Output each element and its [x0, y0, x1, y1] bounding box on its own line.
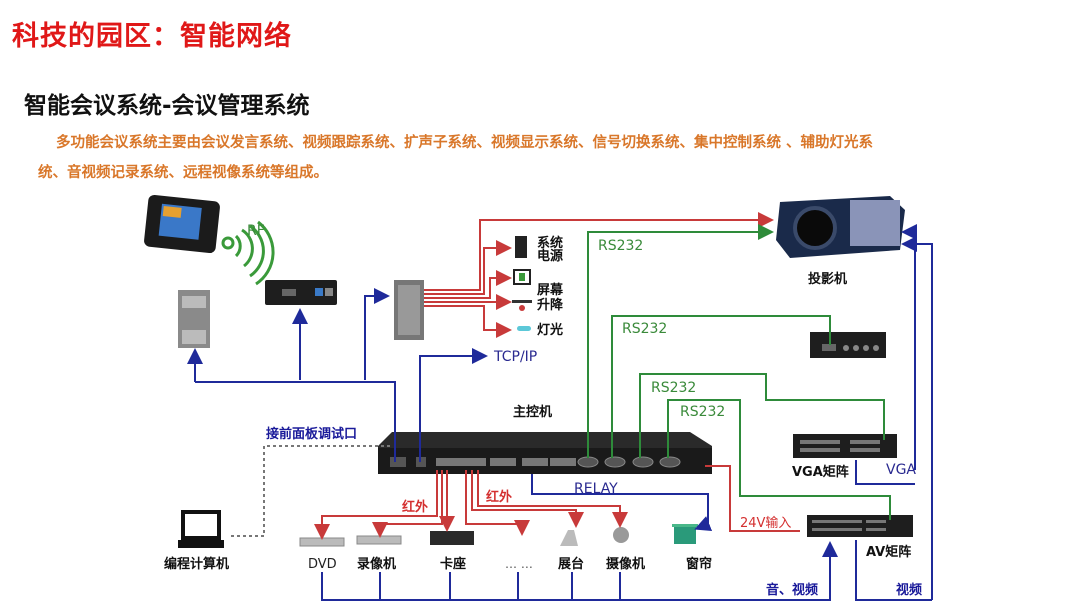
- control-bus-lines: [187, 224, 933, 601]
- front-panel-label: 接前面板调试口: [266, 426, 357, 442]
- av-signal-label: 音、视频: [766, 582, 818, 598]
- video-label: 视频: [896, 582, 922, 598]
- power-input-line: [705, 465, 800, 532]
- infrared-lines: [314, 470, 628, 540]
- page-title: 科技的园区：智能网络: [12, 21, 292, 52]
- screen-label-1: 屏幕: [537, 282, 564, 298]
- vga-label: VGA: [886, 462, 916, 478]
- description-line-1: 多功能会议系统主要由会议发言系统、视频跟踪系统、扩声子系统、视频显示系统、信号切…: [56, 134, 874, 151]
- relay-label: RELAY: [574, 481, 618, 497]
- relay-module-icon: [394, 280, 424, 340]
- more-devices-label: … …: [505, 557, 533, 571]
- rf-wave-icon: [221, 220, 275, 286]
- vga-matrix-label: VGA矩阵: [792, 464, 849, 480]
- power-control-lines: [424, 212, 774, 338]
- curtain-label: 窗帘: [686, 556, 712, 572]
- curtain-icon: [672, 524, 698, 544]
- camera-label: 摄像机: [606, 556, 645, 572]
- cassette-label: 卡座: [440, 556, 466, 572]
- light-icon: [517, 326, 531, 331]
- power-label-2: 电源: [537, 248, 563, 264]
- touch-panel-icon: [144, 194, 220, 254]
- visualizer-icon: [560, 530, 578, 546]
- light-label: 灯光: [537, 322, 563, 338]
- wireless-receiver-icon: [265, 280, 337, 305]
- description-line-2: 统、音视频记录系统、远程视像系统等组成。: [38, 164, 328, 181]
- power-input-label: 24V输入: [740, 515, 791, 531]
- rs232-label-2: RS232: [622, 321, 667, 337]
- computer-label: 编程计算机: [164, 556, 229, 572]
- cassette-icon: [430, 531, 474, 545]
- dvd-icon: [299, 537, 345, 547]
- vcr-icon: [356, 535, 402, 545]
- main-controller-label: 主控机: [513, 404, 552, 420]
- infrared-label-2: 红外: [486, 489, 512, 505]
- av-matrix-label: AV矩阵: [866, 544, 911, 560]
- power-module-icon: [178, 290, 210, 348]
- laptop-icon: [178, 510, 224, 548]
- switcher-icon: [810, 332, 886, 358]
- power-cabinet-icon: [515, 236, 527, 258]
- debug-port-line: [228, 445, 390, 537]
- infrared-label-1: 红外: [402, 499, 428, 515]
- camera-icon: [613, 527, 629, 543]
- rs232-lines: [587, 224, 891, 520]
- tcpip-label: TCP/IP: [493, 349, 537, 365]
- vga-matrix-icon: [793, 434, 897, 458]
- rs232-label-4: RS232: [680, 404, 725, 420]
- rs232-label-1: RS232: [598, 238, 643, 254]
- vcr-label: 录像机: [357, 556, 396, 572]
- screen-label-2: 升降: [537, 297, 564, 313]
- av-matrix-icon: [807, 515, 913, 537]
- dvd-label: DVD: [308, 557, 337, 572]
- projector-label: 投影机: [808, 271, 847, 287]
- visualizer-label: 展台: [558, 556, 584, 572]
- section-subtitle: 智能会议系统-会议管理系统: [24, 93, 310, 119]
- screen-lift-icon: [512, 269, 532, 311]
- rs232-label-3: RS232: [651, 380, 696, 396]
- main-controller-icon: [378, 432, 712, 474]
- projector-icon: [776, 196, 905, 258]
- rf-label: RF: [247, 223, 265, 239]
- power-label-1: 系统: [537, 235, 563, 251]
